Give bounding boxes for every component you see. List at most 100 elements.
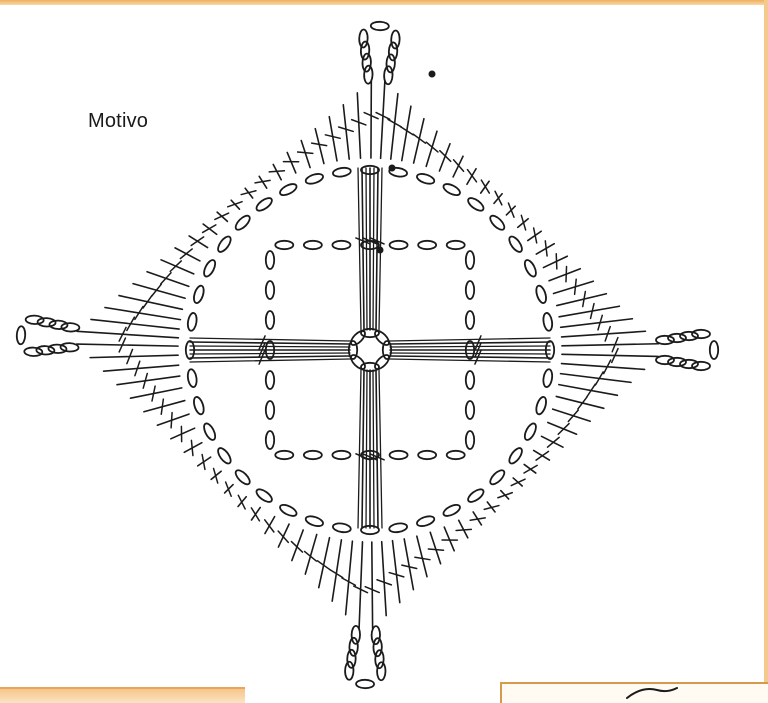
round-chain-stitch <box>254 487 273 504</box>
round-chain-stitch <box>305 172 325 186</box>
stitch-crossbar <box>454 160 464 171</box>
corner-chain-loop <box>49 320 67 329</box>
inner-square-chain <box>466 401 474 419</box>
corner-chain-loop <box>692 330 710 338</box>
round-chain-stitch <box>332 167 351 178</box>
corner-chain-loop <box>37 318 55 327</box>
outer-fan-stitch <box>562 354 658 356</box>
outer-fan-stitch <box>343 105 349 159</box>
corner-chain-loop <box>25 315 43 324</box>
slip-stitch-dot <box>389 165 396 172</box>
outer-fan-stitch <box>557 294 607 306</box>
corner-chain-loop <box>373 638 382 656</box>
corner-chain-loop <box>36 346 54 355</box>
corner-chain-loop <box>375 650 384 668</box>
corner-chain-loop <box>656 356 674 364</box>
spoke-stitch <box>376 370 378 528</box>
stitch-crossbar <box>568 410 578 421</box>
center-ring-chain <box>349 329 368 348</box>
corner-chain-loop <box>386 54 395 72</box>
outer-fan-stitch <box>105 308 180 320</box>
corner-tip-chain <box>371 22 389 31</box>
corner-chain-loop <box>359 29 368 47</box>
corner-chain-loop <box>680 332 698 340</box>
outer-fan-stitch <box>175 248 200 261</box>
corner-tip-chain <box>710 341 718 359</box>
corner-chain-loop <box>384 66 393 84</box>
outer-fan-stitch <box>147 272 189 287</box>
stitch-crossbar <box>498 493 512 498</box>
stitch-crossbar <box>495 191 502 205</box>
outer-fan-stitch <box>404 539 413 590</box>
corner-chain-loop <box>349 638 358 656</box>
inner-square-chain <box>466 431 474 449</box>
stitch-crossbar <box>241 191 256 195</box>
spoke-line <box>379 370 382 528</box>
outer-fan-stitch <box>161 260 194 274</box>
inner-square-chain <box>390 451 408 459</box>
stitch-crossbar <box>238 495 245 509</box>
round-chain-stitch <box>332 522 351 533</box>
outer-fan-stitch <box>562 331 646 337</box>
round-chain-stitch <box>542 369 553 388</box>
spoke-line <box>358 370 361 528</box>
corner-chain-loop <box>692 362 710 370</box>
inner-square-chain <box>275 241 293 249</box>
inner-square-chain <box>466 371 474 389</box>
corner-chain-loop <box>656 336 674 344</box>
corner-chain-loop <box>24 347 42 356</box>
spoke-line <box>390 346 550 347</box>
round-chain-stitch <box>534 285 548 305</box>
outer-fan-stitch <box>541 436 563 447</box>
stitch-crossbar <box>556 254 557 269</box>
round-chain-stitch <box>523 422 539 442</box>
outer-fan-stitch <box>104 365 179 371</box>
round-chain-stitch <box>233 468 252 487</box>
corner-chain-loop <box>364 66 373 84</box>
outer-fan-stitch <box>346 541 353 615</box>
round-chain-stitch <box>416 514 436 528</box>
inner-square-chain <box>304 451 322 459</box>
stitch-crossbar <box>171 413 172 428</box>
stitch-crossbar <box>152 284 162 296</box>
spoke-stitch <box>390 342 550 344</box>
center-ring-chain <box>373 353 392 372</box>
stitch-crossbar <box>214 468 218 483</box>
slip-stitch-dot <box>377 247 384 254</box>
outer-fan-stitch <box>77 331 178 337</box>
corner-chain-loop <box>680 360 698 368</box>
round-chain-stitch <box>389 522 408 533</box>
inner-square-chain <box>418 451 436 459</box>
round-chain-stitch <box>216 234 233 253</box>
stitch-crossbar <box>305 551 317 561</box>
stitch-crossbar <box>161 273 171 284</box>
round-chain-stitch <box>466 196 485 213</box>
stitch-crossbar <box>575 279 577 294</box>
round-chain-stitch <box>466 487 485 504</box>
stitch-crossbar <box>161 399 163 414</box>
outer-fan-stitch <box>292 530 303 561</box>
stitch-crossbar <box>180 249 192 259</box>
outer-fan-stitch <box>554 281 594 293</box>
stitch-crossbar <box>456 529 471 530</box>
inner-square-chain <box>466 311 474 329</box>
inner-square-chain <box>466 281 474 299</box>
outer-fan-stitch <box>332 540 341 601</box>
inner-square-chain <box>266 311 274 329</box>
spoke-line <box>190 353 350 354</box>
stitch-crossbar <box>511 479 525 485</box>
outer-fan-stitch <box>91 319 179 329</box>
stitch-crossbar <box>440 151 451 162</box>
outer-fan-stitch <box>329 117 337 161</box>
corner-chain-loop <box>371 626 380 644</box>
outer-fan-stitch <box>444 527 454 551</box>
round-chain-stitch <box>523 258 539 278</box>
round-chain-stitch <box>254 196 273 213</box>
stitch-crossbar <box>269 171 284 172</box>
corner-chain-loop <box>362 53 371 71</box>
outer-fan-stitch <box>392 541 399 603</box>
center-ring-chain <box>349 353 368 372</box>
spoke-line <box>190 346 350 347</box>
spoke-line <box>358 168 361 330</box>
round-chain-stitch <box>542 312 553 331</box>
